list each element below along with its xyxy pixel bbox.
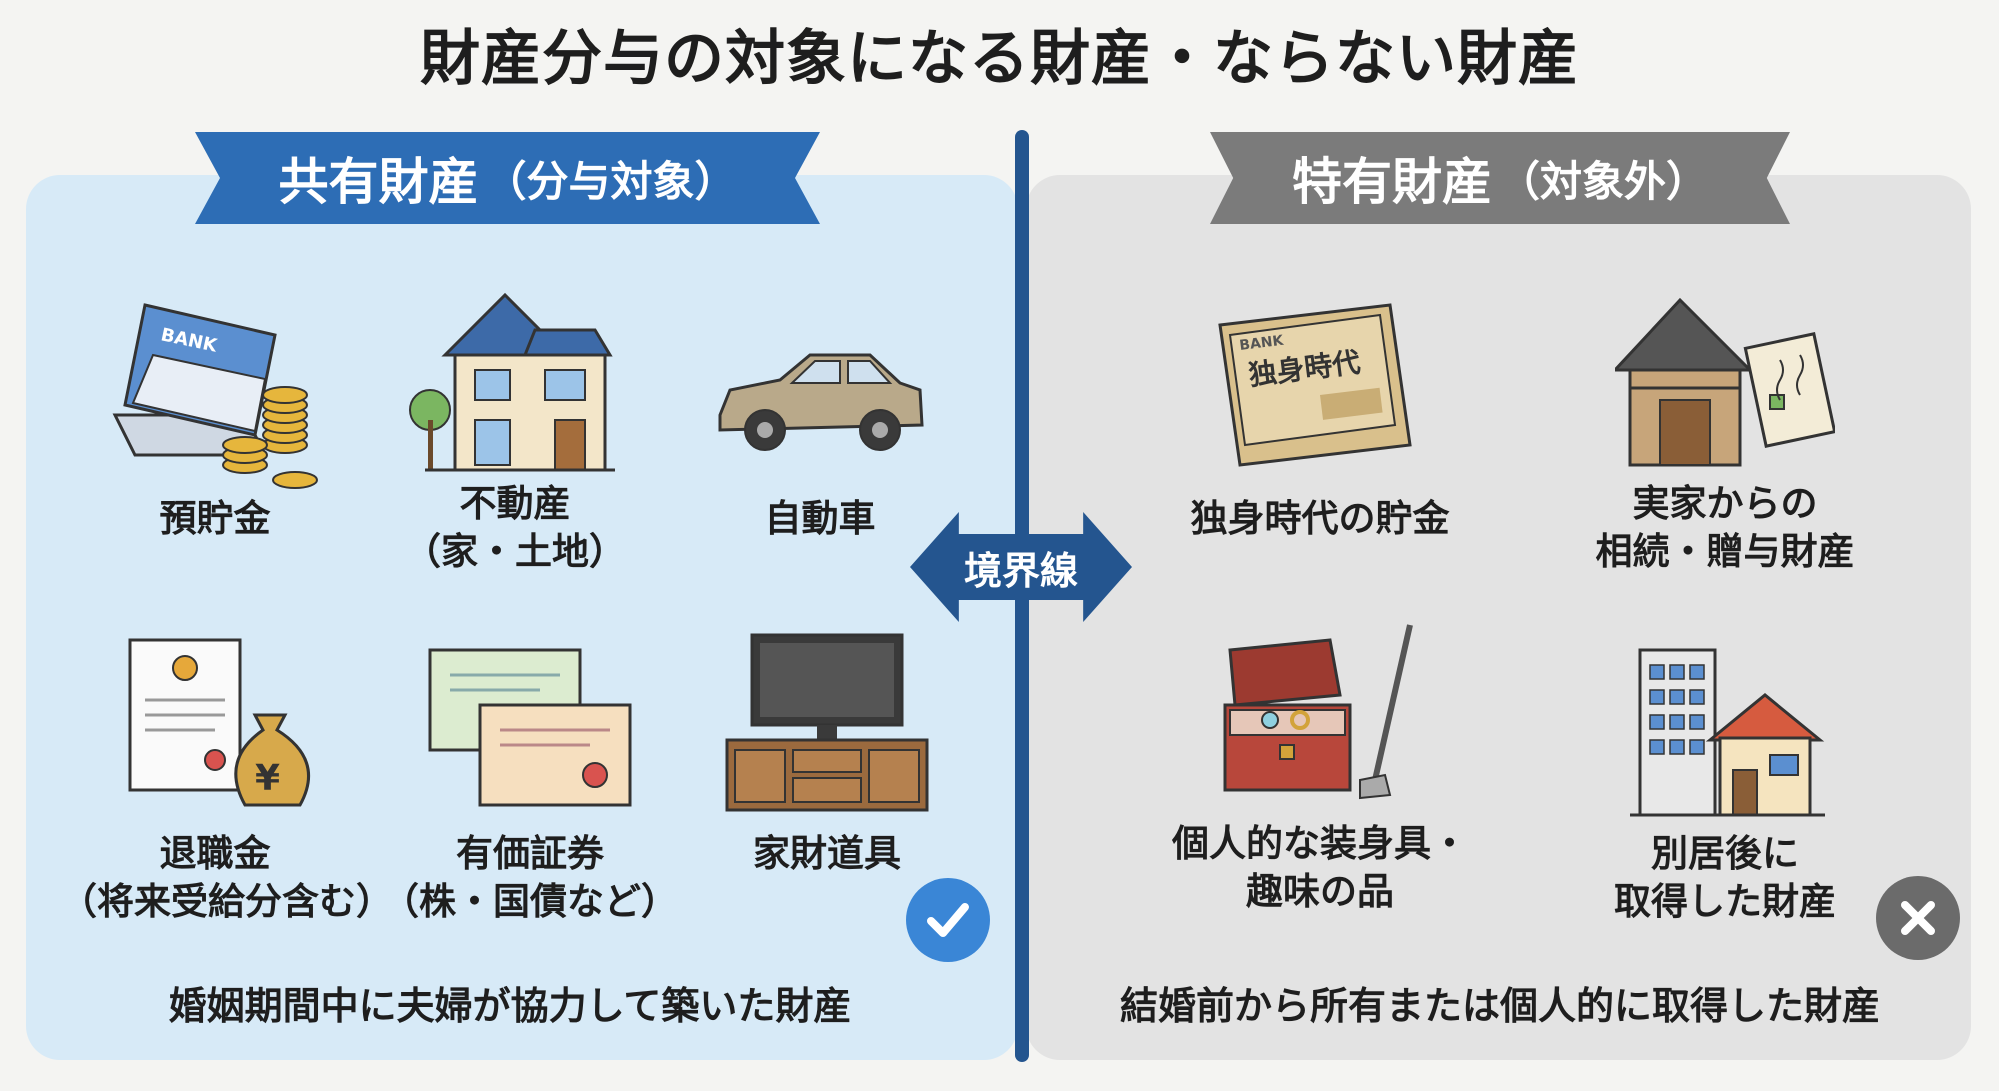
item-retirement: ¥ 退職金 （将来受給分含む） [60, 630, 393, 926]
item-inheritance: 実家からの 相続・贈与財産 [1560, 280, 1890, 576]
item-savings-label: 預貯金 [159, 497, 271, 540]
check-icon [927, 903, 969, 937]
separate-property-panel [1026, 175, 1971, 1060]
item-car-label: 自動車 [764, 497, 876, 540]
item-securities-label-2: （株・国債など） [382, 880, 678, 923]
building-house-icon [1630, 648, 1825, 817]
house-icon [409, 292, 615, 472]
item-household-goods: 家財道具 [672, 630, 982, 878]
bank-text-2: BANK [1239, 333, 1286, 354]
jewelry-box-golf-club-icon [1223, 624, 1413, 800]
shared-property-banner: 共有財産（分与対象） [195, 132, 820, 224]
car-icon [718, 353, 924, 451]
separate-banner-sub: （対象外） [1497, 156, 1708, 206]
item-inheritance-label-1: 実家からの [1632, 482, 1818, 525]
shared-property-footer: 婚姻期間中に夫婦が協力して築いた財産 [168, 984, 852, 1028]
tv-cabinet-icon [725, 633, 929, 812]
separate-property-banner: 特有財産（対象外） [1210, 132, 1790, 224]
yen-text: ¥ [255, 758, 280, 799]
page-title: 財産分与の対象になる財産・ならない財産 [420, 24, 1579, 94]
item-single-savings-label: 独身時代の貯金 [1190, 497, 1450, 540]
shared-banner-sub: （分与対象） [484, 156, 737, 206]
item-real-estate-label-1: 不動産 [459, 482, 571, 525]
item-post-separation-label-2: 取得した財産 [1614, 880, 1836, 923]
item-personal-belongings-label-1: 個人的な装身具・ [1172, 822, 1468, 865]
item-personal-belongings-label-2: 趣味の品 [1246, 870, 1394, 913]
check-badge [906, 878, 990, 962]
item-inheritance-label-2: 相続・贈与財産 [1595, 530, 1855, 573]
bankbook-coins-icon: BANK [112, 303, 318, 489]
japanese-house-scroll-icon [1615, 297, 1835, 467]
item-personal-belongings: 個人的な装身具・ 趣味の品 [1155, 620, 1485, 916]
shared-banner-main: 共有財産 [278, 153, 479, 211]
item-real-estate-label-2: （家・土地） [404, 530, 626, 573]
item-real-estate: 不動産 （家・土地） [360, 280, 670, 576]
item-post-separation-label-1: 別居後に [1651, 832, 1799, 875]
cross-badge [1876, 876, 1960, 960]
item-car: 自動車 [665, 295, 975, 543]
item-securities: 有価証券 （株・国債など） [375, 630, 685, 926]
certificate-moneybag-icon: ¥ [128, 638, 310, 807]
item-post-separation: 別居後に 取得した財産 [1560, 630, 1890, 926]
stock-certificate-icon [428, 648, 632, 807]
bankbook-icon: BANK 独身時代 [1218, 303, 1412, 467]
item-savings: BANK 預貯金 [60, 295, 370, 543]
boundary-label: 境界線 [963, 548, 1078, 593]
item-household-goods-label: 家財道具 [753, 832, 901, 875]
separate-property-footer: 結婚前から所有または個人的に取得した財産 [1119, 984, 1880, 1028]
item-retirement-label-2: （将来受給分含む） [60, 880, 393, 923]
item-single-savings: BANK 独身時代 独身時代の貯金 [1155, 295, 1485, 543]
cross-icon [1901, 901, 1935, 935]
separate-banner-main: 特有財産 [1291, 153, 1492, 211]
item-securities-label-1: 有価証券 [456, 832, 604, 875]
item-retirement-label-1: 退職金 [159, 832, 271, 875]
